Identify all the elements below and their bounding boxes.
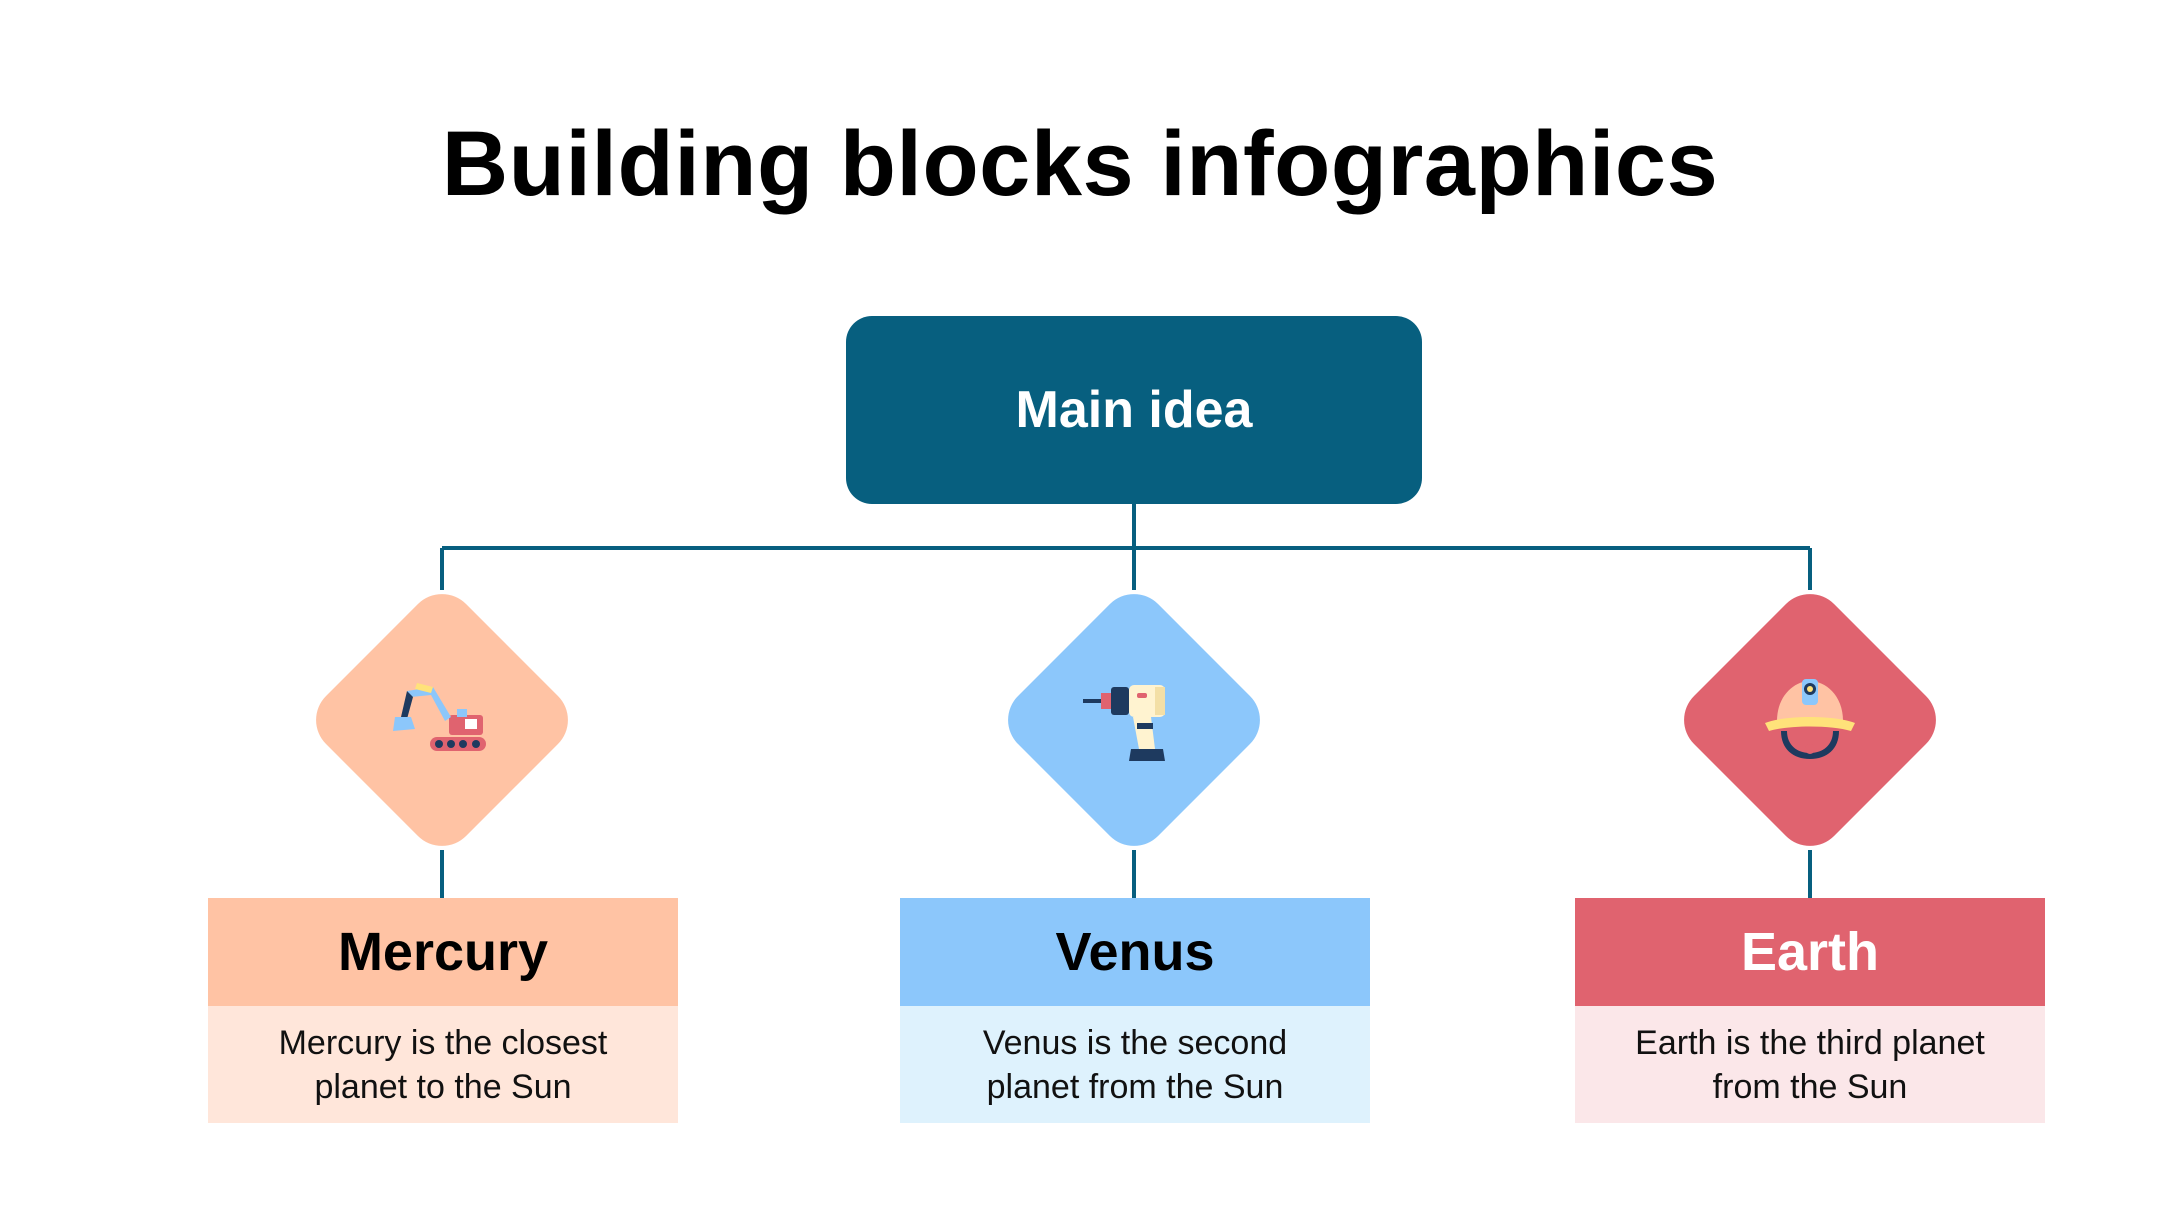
earth-description: Earth is the third planet from the Sun bbox=[1635, 1023, 1985, 1106]
excavator-icon bbox=[387, 665, 497, 775]
miner-helmet-icon bbox=[1755, 665, 1865, 775]
page-title: Building blocks infographics bbox=[441, 113, 1719, 215]
venus-title-box: Venus bbox=[900, 898, 1370, 1006]
mercury-description-box: Mercury is the closest planet to the Sun bbox=[208, 1006, 678, 1123]
venus-description-box: Venus is the second planet from the Sun bbox=[900, 1006, 1370, 1123]
earth-description-box: Earth is the third planet from the Sun bbox=[1575, 1006, 2045, 1123]
earth-title: Earth bbox=[1740, 922, 1880, 982]
venus-description: Venus is the second planet from the Sun bbox=[982, 1023, 1288, 1106]
main-idea-label: Main idea bbox=[1015, 381, 1253, 439]
mercury-title: Mercury bbox=[337, 922, 549, 982]
mercury-description: Mercury is the closest planet to the Sun bbox=[278, 1023, 608, 1106]
mercury-title-box: Mercury bbox=[208, 898, 678, 1006]
drill-icon bbox=[1079, 665, 1189, 775]
earth-title-box: Earth bbox=[1575, 898, 2045, 1006]
venus-title: Venus bbox=[1055, 922, 1215, 982]
main-idea-box: Main idea bbox=[846, 316, 1422, 504]
